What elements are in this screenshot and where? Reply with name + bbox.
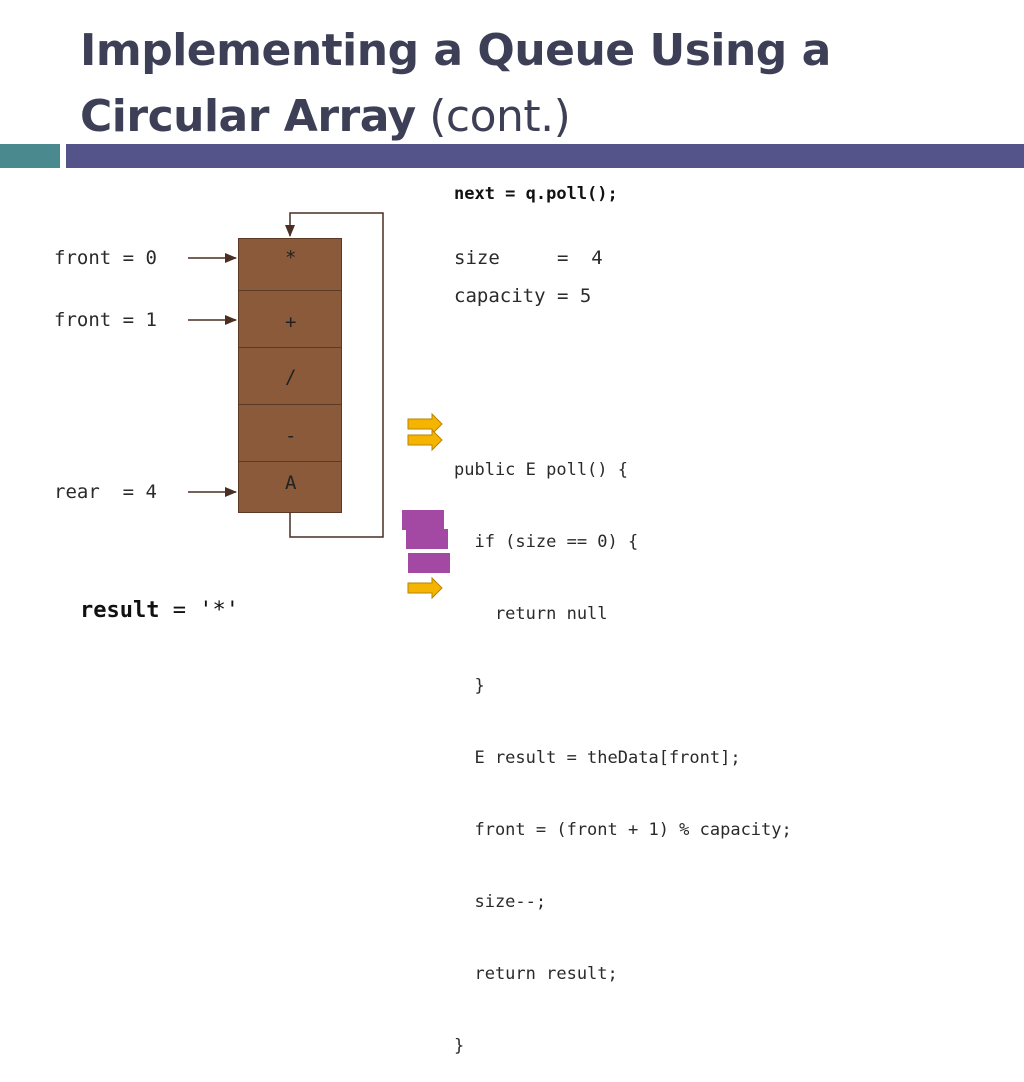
code-line: return result; bbox=[454, 964, 618, 984]
diagram-arrows bbox=[188, 212, 450, 600]
code-line: E result = theData[front]; bbox=[454, 748, 741, 768]
result-assignment: = '*' bbox=[159, 598, 239, 623]
code-line: if (size == 0) { bbox=[454, 532, 639, 552]
slide-title-suffix: (cont.) bbox=[429, 91, 571, 142]
array-cell-0-value: * bbox=[285, 247, 297, 269]
array-cell-3-value: - bbox=[285, 425, 297, 447]
executed-line-marker bbox=[402, 510, 450, 573]
array-cell-3: - bbox=[238, 404, 342, 462]
code-line: front = (front + 1) % capacity; bbox=[454, 820, 792, 840]
accent-bar-teal bbox=[0, 144, 60, 168]
slide-title: Implementing a Queue Using a Circular Ar… bbox=[80, 18, 980, 150]
front-new-label: front = 1 bbox=[54, 309, 157, 331]
array-cell-0: * bbox=[238, 238, 342, 291]
array-cell-1: + bbox=[238, 290, 342, 348]
array-cell-4-value: A bbox=[285, 472, 297, 494]
result-name: result bbox=[80, 598, 160, 623]
poll-statement: next = q.poll(); bbox=[454, 184, 618, 204]
poll-method-code: public E poll() { if (size == 0) { retur… bbox=[454, 410, 792, 1082]
code-line: size--; bbox=[454, 892, 547, 912]
step-arrow-icon bbox=[407, 412, 443, 600]
code-line: } bbox=[454, 1036, 465, 1056]
capacity-value: capacity = 5 bbox=[454, 285, 592, 307]
size-value: size = 4 bbox=[454, 247, 603, 269]
array-cell-4: A bbox=[238, 461, 342, 513]
code-line: return null bbox=[454, 604, 608, 624]
rear-label: rear = 4 bbox=[54, 481, 157, 503]
array-cell-1-value: + bbox=[285, 311, 297, 333]
slide-title-main: Implementing a Queue Using a Circular Ar… bbox=[80, 25, 831, 142]
code-line: } bbox=[454, 676, 485, 696]
accent-bar-purple bbox=[66, 144, 1024, 168]
array-cell-2-value: / bbox=[285, 366, 297, 388]
code-line: public E poll() { bbox=[454, 460, 628, 480]
circular-array: * + / - A bbox=[238, 238, 342, 513]
front-old-label: front = 0 bbox=[54, 247, 157, 269]
result-value: result = '*' bbox=[80, 598, 239, 623]
wraparound-arrow bbox=[285, 212, 384, 538]
